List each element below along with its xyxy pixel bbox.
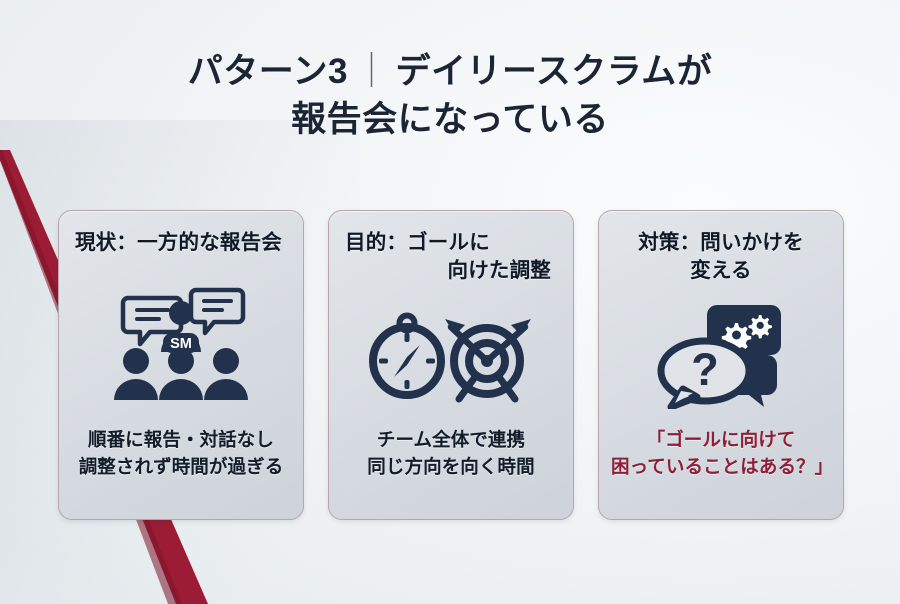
- card-countermeasure-heading-line2: 変える: [690, 258, 752, 282]
- card-purpose-heading-line2: 向けた調整: [447, 258, 551, 282]
- card-countermeasure-footer: 「ゴールに向けて 困っていることはある？」: [611, 427, 834, 503]
- title-pattern-label: パターン3: [187, 52, 348, 91]
- card-countermeasure-heading: 対策：問いかけを 変える: [611, 229, 831, 285]
- title-separator: ｜: [354, 52, 390, 91]
- title-line-1: パターン3｜デイリースクラムが: [0, 48, 900, 96]
- question-bubble-glyph: ?: [657, 337, 753, 410]
- compass-and-target-icon: [341, 285, 561, 428]
- slide-title: パターン3｜デイリースクラムが 報告会になっている: [0, 48, 900, 145]
- card-row: 現状：一方的な報告会: [58, 210, 844, 520]
- target-glyph: [445, 319, 531, 403]
- card-purpose-heading-line1: 目的：ゴールに: [345, 231, 490, 254]
- question-speech-bubbles-icon: ?: [611, 285, 831, 428]
- question-mark-glyph: ?: [691, 344, 719, 395]
- card-countermeasure[interactable]: 対策：問いかけを 変える: [598, 210, 844, 520]
- card-countermeasure-footer-line2: 困っていることはある？」: [611, 456, 834, 478]
- card-current-state-footer-line2: 調整されず時間が過ぎる: [78, 456, 284, 478]
- card-purpose-footer-line2: 同じ方向を向く時間: [367, 456, 535, 478]
- card-purpose-footer-line1: チーム全体で連携: [376, 429, 526, 451]
- card-current-state-footer-line1: 順番に報告・対話なし: [87, 429, 274, 451]
- card-current-state-heading: 現状：一方的な報告会: [71, 229, 291, 257]
- card-purpose[interactable]: 目的：ゴールに 向けた調整: [328, 210, 574, 520]
- title-topic-label: デイリースクラムが: [395, 52, 713, 91]
- compass-glyph: [369, 312, 445, 400]
- card-current-state[interactable]: 現状：一方的な報告会: [58, 210, 304, 520]
- card-countermeasure-footer-line1: 「ゴールに向けて: [646, 429, 796, 451]
- card-purpose-heading: 目的：ゴールに 向けた調整: [341, 229, 561, 285]
- card-current-state-heading-line1: 現状：一方的な報告会: [75, 231, 282, 254]
- title-line-2: 報告会になっている: [291, 100, 609, 140]
- card-countermeasure-heading-line1: 対策：問いかけを: [638, 231, 804, 254]
- card-current-state-footer: 順番に報告・対話なし 調整されず時間が過ぎる: [71, 427, 291, 503]
- meeting-one-way-report-icon: SM: [71, 257, 291, 428]
- card-purpose-footer: チーム全体で連携 同じ方向を向く時間: [341, 427, 561, 503]
